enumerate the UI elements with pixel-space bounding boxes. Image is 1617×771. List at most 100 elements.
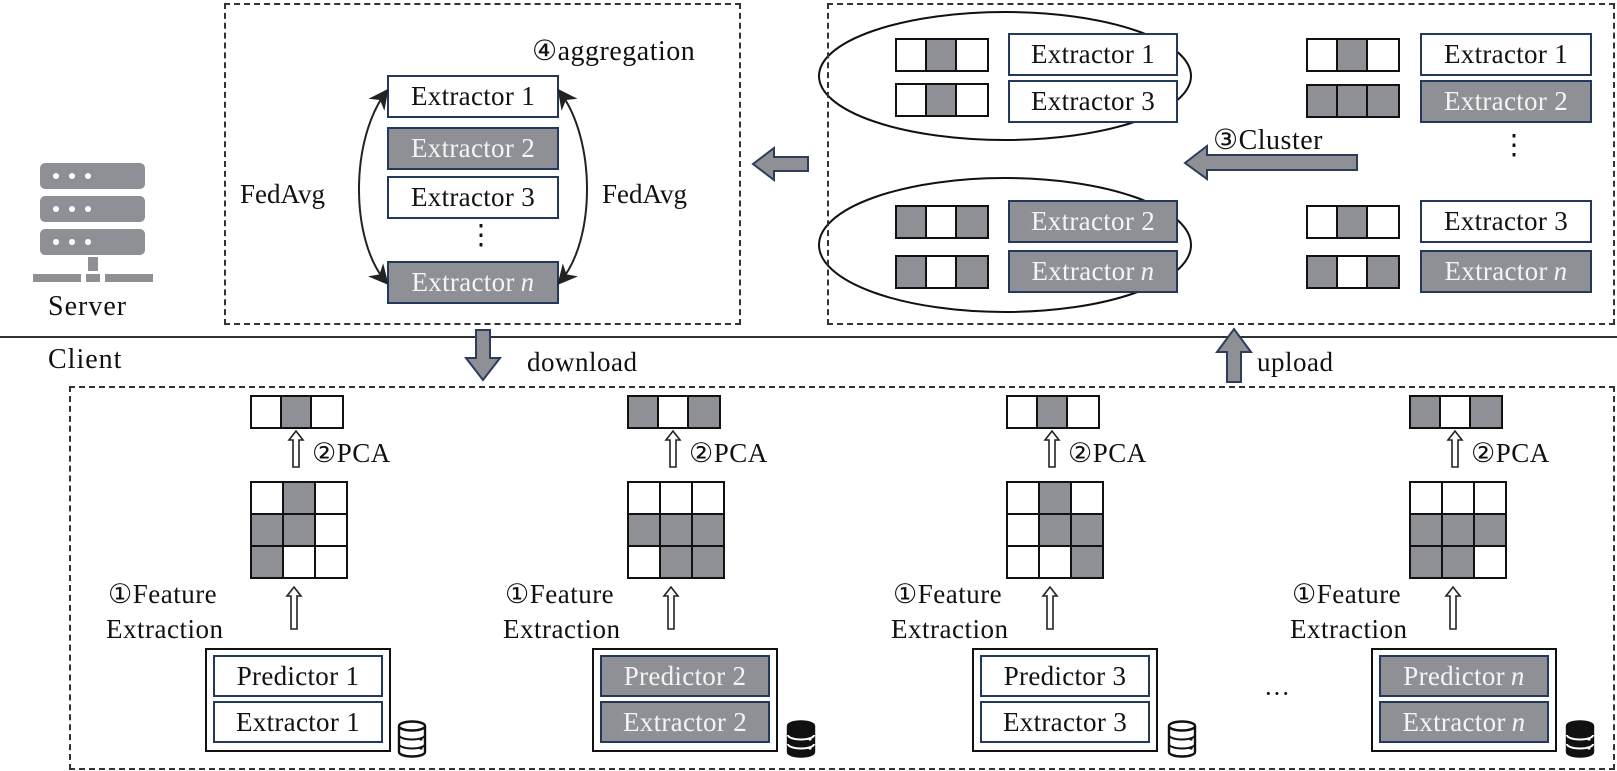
predictor-box: Predictor 1: [213, 655, 383, 697]
cluster-arrow: [1183, 143, 1358, 181]
matrix-cell: [661, 483, 691, 513]
server-client-divider: [0, 336, 1617, 338]
download-arrow: [463, 329, 503, 382]
uploaded-extractor-2: Extractor 2: [1420, 80, 1592, 123]
matrix-cell: [1008, 515, 1038, 545]
feature-matrix: [627, 481, 725, 579]
matrix-cell: [693, 483, 723, 513]
cluster1-extractor-3: Extractor 3: [1008, 80, 1178, 123]
feature-extraction-arrow-icon: [285, 585, 303, 630]
feature-extraction-label-2: Extraction: [106, 614, 224, 644]
matrix-cell: [1040, 483, 1070, 513]
predictor-box: Predictor 2: [600, 655, 770, 697]
vector-cell: [957, 40, 987, 70]
vector-cell: [927, 207, 957, 237]
uploaded-extractor-3: Extractor 3: [1420, 200, 1592, 243]
matrix-cell: [693, 515, 723, 545]
pca-step-label: ②PCA: [312, 438, 391, 468]
cluster-ellipse-1: [818, 11, 1192, 141]
client-panel: [69, 386, 1615, 770]
matrix-cell: [1475, 483, 1505, 513]
pca-step-label: ②PCA: [689, 438, 768, 468]
pca-arrow-icon: [1043, 429, 1061, 468]
matrix-cell: [316, 483, 346, 513]
aggregation-step-label: ④aggregation: [532, 36, 696, 67]
vector-cell: [897, 207, 927, 237]
pca-arrow-icon: [1446, 429, 1464, 468]
feature-extraction-label: ①Feature: [893, 579, 1003, 609]
fedavg-right-label: FedAvg: [602, 179, 687, 209]
vector-cell: [1308, 40, 1338, 70]
vector-cell: [897, 257, 927, 287]
uploaded-vector-2: [1306, 84, 1400, 118]
matrix-cell: [284, 483, 314, 513]
pca-vector: [250, 395, 344, 429]
uploaded-vector-n: [1306, 255, 1400, 289]
feature-extraction-arrow-icon: [662, 585, 680, 630]
vector-cell: [659, 397, 689, 427]
feature-extraction-label-2: Extraction: [1290, 614, 1408, 644]
vector-cell: [957, 257, 987, 287]
matrix-cell: [629, 547, 659, 577]
vector-cell: [897, 40, 927, 70]
uploaded-vertical-ellipsis: ⋮: [1500, 130, 1528, 161]
client-label: Client: [48, 344, 123, 375]
matrix-cell: [1443, 515, 1473, 545]
vector-cell: [927, 85, 957, 115]
extractor-box: Extractor 2: [600, 701, 770, 743]
vector-cell: [1308, 257, 1338, 287]
matrix-cell: [629, 515, 659, 545]
uploaded-extractor-1: Extractor 1: [1420, 33, 1592, 76]
vector-cell: [1008, 397, 1038, 427]
database-filled-icon: [786, 720, 816, 758]
feature-extraction-label: ①Feature: [1292, 579, 1402, 609]
fedavg-left-arrow: [358, 88, 389, 286]
vector-cell: [252, 397, 282, 427]
matrix-cell: [1072, 515, 1102, 545]
aggregation-panel: [224, 3, 741, 325]
pca-step-label: ②PCA: [1471, 438, 1550, 468]
vector-cell: [927, 40, 957, 70]
matrix-cell: [629, 483, 659, 513]
cluster1-extractor-1: Extractor 1: [1008, 33, 1178, 76]
vector-cell: [282, 397, 312, 427]
matrix-cell: [1008, 483, 1038, 513]
feature-extraction-label-2: Extraction: [891, 614, 1009, 644]
feature-extraction-label-2: Extraction: [503, 614, 621, 644]
pca-arrow-icon: [287, 429, 305, 468]
vector-cell: [957, 207, 987, 237]
matrix-cell: [1040, 547, 1070, 577]
upload-label: upload: [1257, 347, 1334, 377]
pca-step-label: ②PCA: [1068, 438, 1147, 468]
matrix-cell: [1475, 547, 1505, 577]
vector-cell: [1471, 397, 1501, 427]
extractor-box: Extractor 1: [213, 701, 383, 743]
pca-vector: [1409, 395, 1503, 429]
vector-cell: [1368, 86, 1398, 116]
cluster-to-aggregation-arrow: [751, 145, 809, 183]
uploaded-vector-3: [1306, 205, 1400, 239]
feature-extraction-arrow-icon: [1041, 585, 1059, 630]
feature-extraction-label: ①Feature: [108, 579, 218, 609]
vector-cell: [927, 257, 957, 287]
vector-cell: [1411, 397, 1441, 427]
server-icon: [30, 160, 153, 285]
cluster-panel: [827, 3, 1615, 325]
matrix-cell: [316, 547, 346, 577]
agg-extractor-1: Extractor 1: [387, 75, 559, 118]
matrix-cell: [1072, 547, 1102, 577]
matrix-cell: [252, 547, 282, 577]
vector-cell: [1338, 257, 1368, 287]
cluster2-extractor-2: Extractor 2: [1008, 200, 1178, 243]
cluster1-vector-3: [895, 83, 989, 117]
uploaded-vector-1: [1306, 38, 1400, 72]
matrix-cell: [1411, 483, 1441, 513]
feature-matrix: [1006, 481, 1104, 579]
vector-cell: [897, 85, 927, 115]
